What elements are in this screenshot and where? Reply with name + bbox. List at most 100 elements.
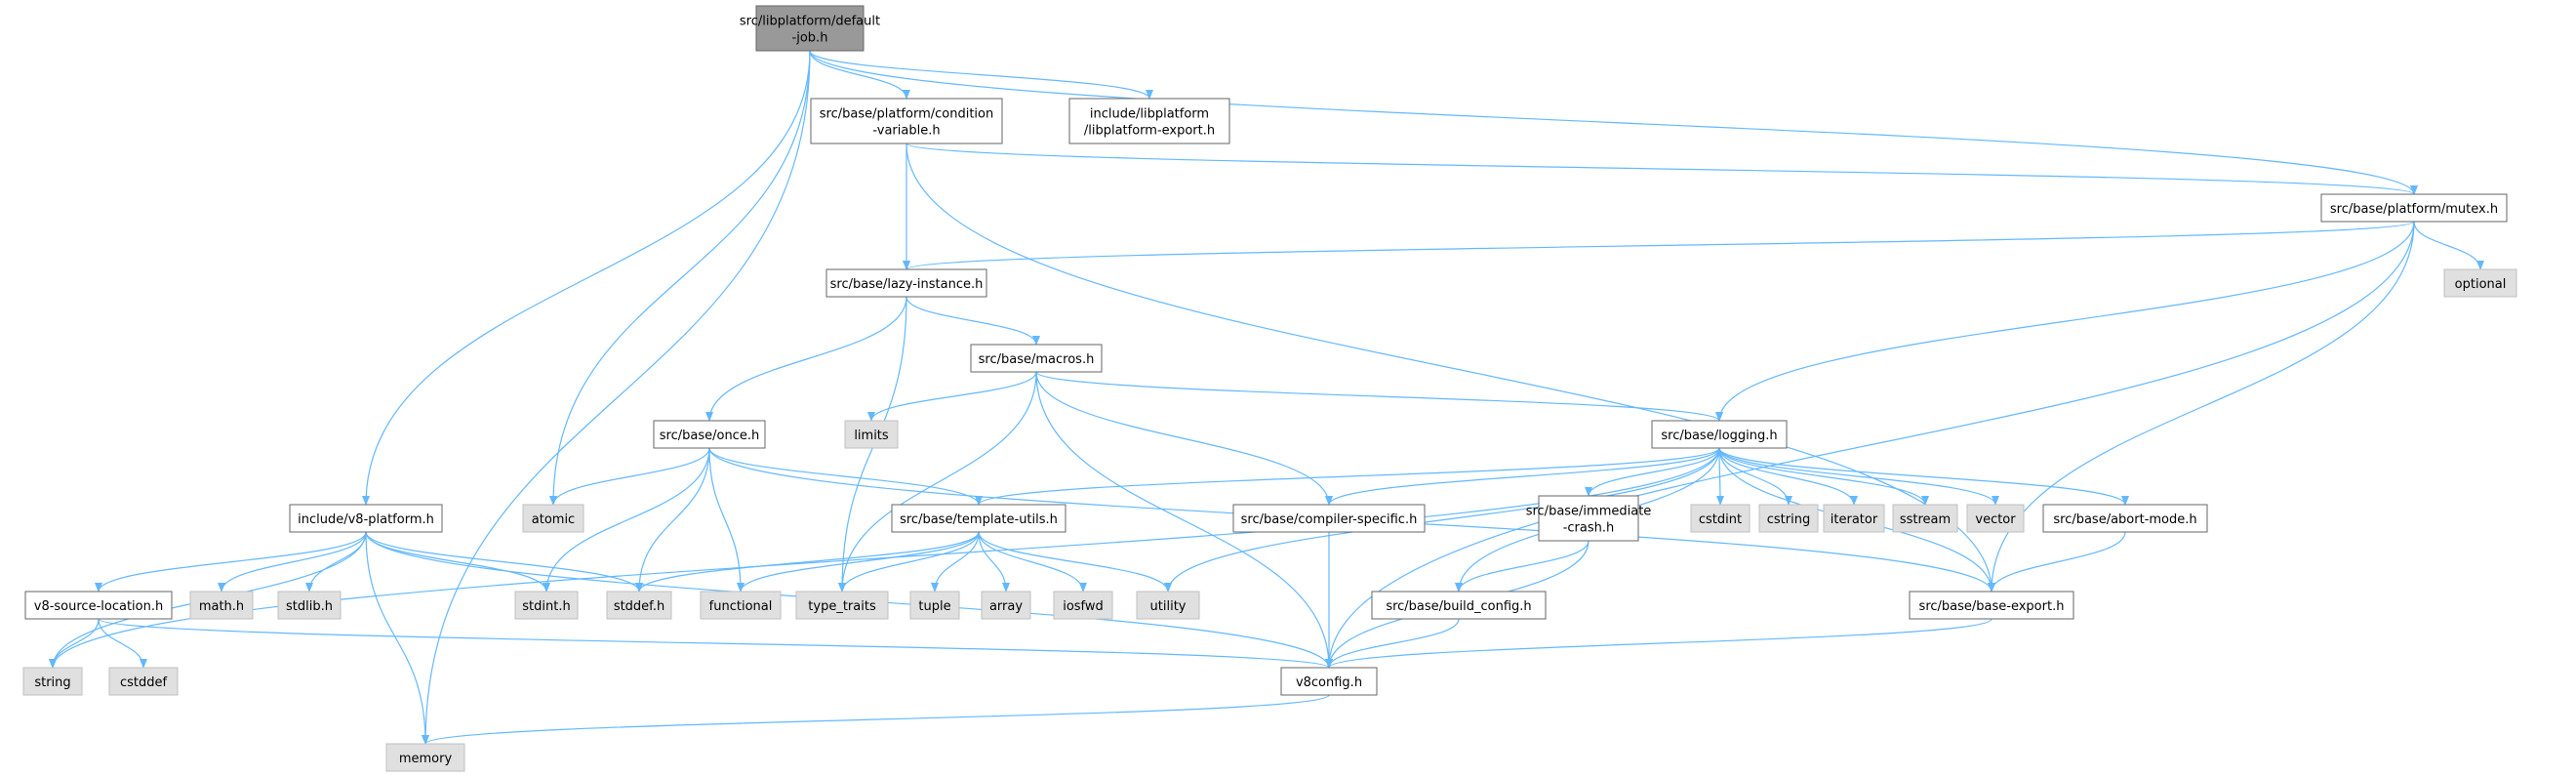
node-box — [108, 667, 179, 696]
edge-v8_platform-to-stdint_h — [365, 531, 550, 593]
node-box — [1823, 504, 1885, 533]
node-label: iterator — [1831, 512, 1878, 527]
node-label: atomic — [532, 512, 575, 527]
node-label: src/base/template-utils.h — [900, 512, 1058, 527]
edge-build_config-to-v8config — [1325, 618, 1460, 669]
edge-logging-to-iterator — [1718, 447, 1858, 506]
node-libplatform-export[interactable]: include/libplatform/libplatform-export.h — [1068, 98, 1230, 144]
edge-logging-to-sstream — [1718, 447, 1929, 506]
node-build-config[interactable]: src/base/build_config.h — [1371, 591, 1547, 620]
node-v8-source-location[interactable]: v8-source-location.h — [24, 591, 173, 620]
node-label: cstddef — [120, 675, 168, 690]
edges-layer — [49, 50, 2484, 745]
node-immediate-crash[interactable]: src/base/immediate-crash.h — [1526, 495, 1652, 542]
edge-v8_platform-to-memory — [365, 531, 429, 745]
node-box — [700, 591, 782, 620]
node-label: type_traits — [808, 599, 876, 614]
edge-macros-to-limits — [867, 371, 1037, 422]
node-lazy-instance[interactable]: src/base/lazy-instance.h — [825, 268, 987, 298]
edge-mutex-to-v8config — [1325, 221, 2415, 669]
node-box — [970, 344, 1103, 373]
edge-default_job-to-condition_variable — [809, 50, 910, 100]
node-logging[interactable]: src/base/logging.h — [1651, 420, 1788, 449]
node-box — [2042, 504, 2208, 533]
edge-logging-to-abort_mode — [1718, 447, 2129, 506]
node-iosfwd: iosfwd — [1053, 591, 1113, 620]
node-label: tuple — [918, 599, 950, 614]
edge-template_utils-to-utility — [978, 531, 1172, 593]
node-label: utility — [1150, 599, 1187, 614]
edge-default_job-to-memory — [422, 50, 811, 745]
edge-immediate_crash-to-build_config — [1455, 540, 1590, 593]
node-label: src/base/logging.h — [1661, 429, 1777, 443]
edge-once-to-atomic — [549, 447, 710, 506]
edge-macros-to-logging — [1035, 371, 1723, 422]
edge-mutex-to-base_export — [1988, 221, 2415, 593]
node-atomic: atomic — [522, 504, 584, 533]
node-label: sstream — [1900, 512, 1951, 527]
node-label: cstring — [1767, 512, 1810, 527]
node-cstring: cstring — [1758, 504, 1819, 533]
edge-logging-to-vector — [1718, 447, 1999, 506]
node-box — [1280, 667, 1378, 696]
node-box — [795, 591, 889, 620]
node-box — [1053, 591, 1113, 620]
node-memory: memory — [385, 743, 465, 772]
edge-logging-to-template_utils — [975, 447, 1720, 506]
node-box — [891, 504, 1067, 533]
edge-default_job-to-libplatform_export — [809, 50, 1153, 100]
node-label: include/v8-platform.h — [298, 512, 434, 527]
node-label: src/base/lazy-instance.h — [830, 277, 984, 292]
node-sstream: sstream — [1892, 504, 1958, 533]
node-array: array — [981, 591, 1031, 620]
node-label: src/libplatform/default — [740, 15, 880, 29]
node-label: -variable.h — [872, 124, 940, 139]
node-label: stddef.h — [614, 599, 664, 614]
node-box — [2320, 193, 2508, 223]
node-label: cstdint — [1699, 512, 1742, 527]
edge-base_export-to-v8config — [1325, 618, 1992, 669]
node-macros[interactable]: src/base/macros.h — [970, 344, 1103, 373]
node-box — [1966, 504, 2025, 533]
node-tuple: tuple — [909, 591, 960, 620]
node-abort-mode[interactable]: src/base/abort-mode.h — [2042, 504, 2208, 533]
node-cstddef: cstddef — [108, 667, 179, 696]
node-box — [844, 420, 899, 449]
node-box — [22, 667, 83, 696]
edge-logging-to-cstdint — [1715, 447, 1724, 506]
node-box — [606, 591, 672, 620]
node-v8config[interactable]: v8config.h — [1280, 667, 1378, 696]
node-once[interactable]: src/base/once.h — [653, 420, 766, 449]
edge-logging-to-compiler_specific — [1325, 447, 1720, 506]
edge-once-to-stdint_h — [543, 447, 710, 593]
node-mutex[interactable]: src/base/platform/mutex.h — [2320, 193, 2508, 223]
node-label: -crash.h — [1563, 521, 1615, 536]
edge-mutex-to-optional — [2413, 221, 2484, 270]
node-default-job[interactable]: src/libplatform/default-job.h — [740, 5, 880, 52]
edge-once-to-stddef_h — [635, 447, 710, 593]
node-base-export[interactable]: src/base/base-export.h — [1909, 591, 2074, 620]
node-label: functional — [709, 599, 773, 614]
node-label: src/base/once.h — [660, 429, 759, 443]
edge-once-to-functional — [708, 447, 745, 593]
node-box — [1892, 504, 1958, 533]
node-label: src/base/base-export.h — [1919, 599, 2065, 614]
node-box — [1651, 420, 1788, 449]
edge-abort_mode-to-base_export — [1988, 531, 2126, 593]
node-box — [909, 591, 960, 620]
node-cstdint: cstdint — [1690, 504, 1751, 533]
node-label: string — [34, 675, 70, 690]
node-compiler-specific[interactable]: src/base/compiler-specific.h — [1232, 504, 1426, 533]
node-template-utils[interactable]: src/base/template-utils.h — [891, 504, 1067, 533]
edge-default_job-to-mutex — [809, 50, 2418, 195]
edge-once-to-template_utils — [708, 447, 983, 506]
node-label: limits — [854, 429, 889, 443]
node-condition-variable[interactable]: src/base/platform/condition -variable.h — [810, 98, 1003, 144]
edge-macros-to-compiler_specific — [1035, 371, 1333, 506]
node-label: src/base/platform/mutex.h — [2330, 202, 2498, 217]
node-label: src/base/platform/condition — [820, 107, 993, 122]
node-box — [1909, 591, 2074, 620]
node-box — [189, 591, 254, 620]
node-v8-platform[interactable]: include/v8-platform.h — [289, 504, 443, 533]
